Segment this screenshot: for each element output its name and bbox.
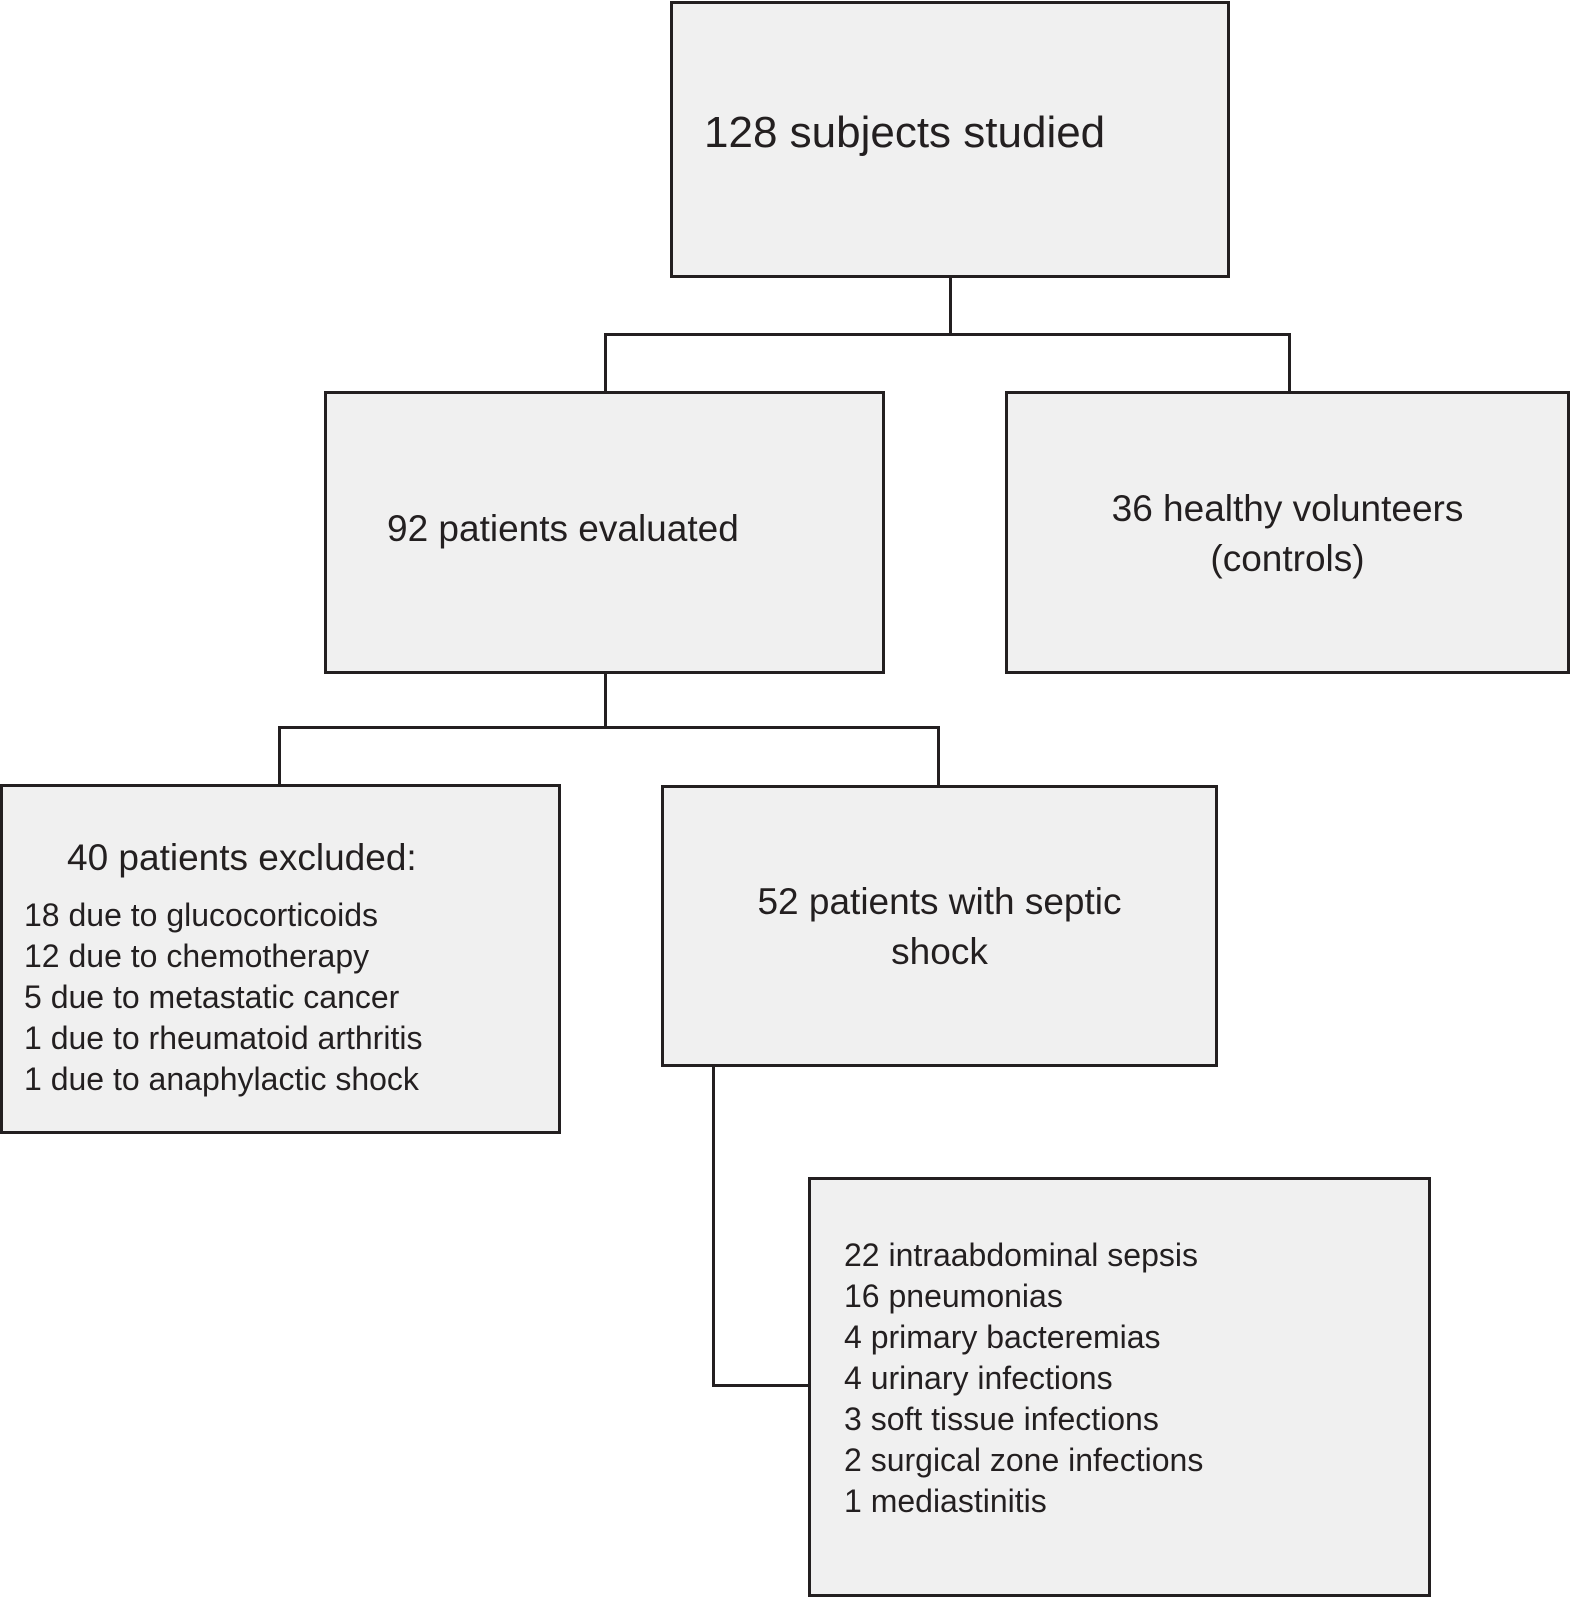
node-infection-sources: 22 intraabdominal sepsis 16 pneumonias 4… — [808, 1177, 1431, 1597]
node-total-subjects: 128 subjects studied — [670, 1, 1230, 278]
node-healthy-controls: 36 healthy volunteers (controls) — [1005, 391, 1570, 674]
node-controls-line1: 36 healthy volunteers — [1111, 488, 1464, 529]
list-item: 2 surgical zone infections — [844, 1442, 1204, 1478]
list-item: 12 due to chemotherapy — [24, 938, 370, 974]
exclusion-reasons-list: 18 due to glucocorticoids 12 due to chem… — [24, 895, 422, 1100]
node-total-label: 128 subjects studied — [704, 108, 1106, 157]
connector-to-patients — [604, 333, 607, 393]
connector-level2-horizontal — [278, 726, 940, 729]
infection-sources-list: 22 intraabdominal sepsis 16 pneumonias 4… — [844, 1235, 1203, 1522]
connector-septic-down — [712, 1064, 715, 1387]
connector-to-controls — [1288, 333, 1291, 393]
list-item: 22 intraabdominal sepsis — [844, 1237, 1198, 1273]
list-item: 4 primary bacteremias — [844, 1319, 1161, 1355]
node-patients-evaluated: 92 patients evaluated — [324, 391, 885, 674]
connector-level1-horizontal — [604, 333, 1291, 336]
list-item: 5 due to metastatic cancer — [24, 979, 400, 1015]
list-item: 1 mediastinitis — [844, 1483, 1047, 1519]
node-septic-line1: 52 patients with septic — [757, 881, 1122, 922]
connector-total-down — [949, 276, 952, 333]
connector-to-septic — [937, 726, 940, 787]
node-excluded-heading: 40 patients excluded: — [67, 837, 417, 878]
list-item: 3 soft tissue infections — [844, 1401, 1159, 1437]
list-item: 1 due to rheumatoid arthritis — [24, 1020, 423, 1056]
connector-patients-down — [604, 672, 607, 728]
node-patients-label: 92 patients evaluated — [387, 508, 739, 549]
node-septic-shock: 52 patients with septic shock — [661, 785, 1218, 1067]
node-controls-line2: (controls) — [1210, 538, 1365, 579]
connector-to-infections — [712, 1384, 811, 1387]
connector-to-excluded — [278, 726, 281, 786]
list-item: 4 urinary infections — [844, 1360, 1113, 1396]
list-item: 18 due to glucocorticoids — [24, 897, 378, 933]
node-septic-line2: shock — [891, 931, 988, 972]
node-patients-excluded: 40 patients excluded: 18 due to glucocor… — [0, 784, 561, 1134]
list-item: 1 due to anaphylactic shock — [24, 1061, 419, 1097]
list-item: 16 pneumonias — [844, 1278, 1063, 1314]
